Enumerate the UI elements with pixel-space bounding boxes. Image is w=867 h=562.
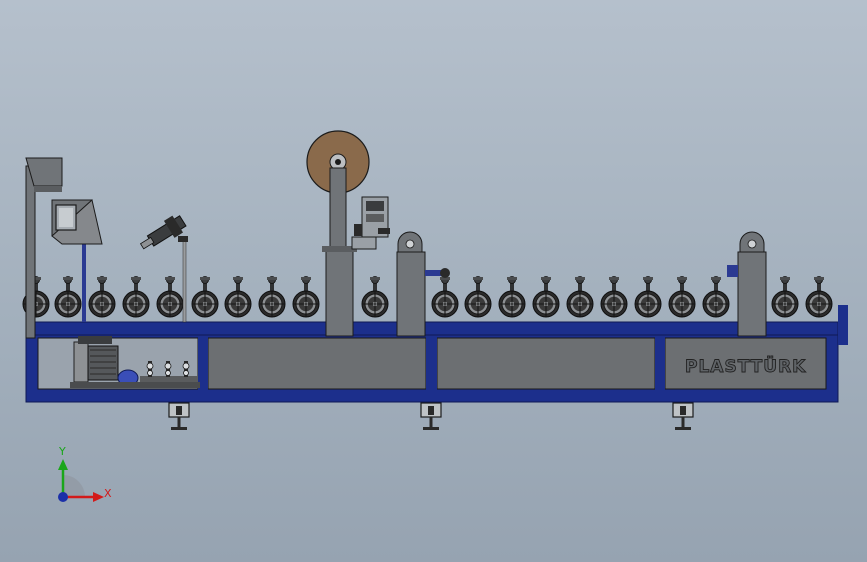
leveling-feet bbox=[168, 402, 694, 431]
inlet-column[interactable] bbox=[25, 157, 63, 339]
tension-column-right[interactable] bbox=[727, 231, 767, 337]
roller-wheel bbox=[156, 275, 184, 318]
roller-wheel bbox=[668, 275, 696, 318]
roller-wheel bbox=[498, 275, 526, 318]
x-axis-label: X bbox=[104, 487, 112, 500]
y-axis-label: Y bbox=[58, 445, 66, 458]
glue-gun[interactable] bbox=[137, 212, 188, 323]
roller-wheel bbox=[771, 275, 799, 318]
roller-wheel bbox=[258, 275, 286, 318]
roller-wheel bbox=[634, 275, 662, 318]
control-panel[interactable] bbox=[51, 199, 103, 322]
roller-wheel bbox=[191, 275, 219, 318]
roller-wheel bbox=[431, 275, 459, 318]
tension-column-left[interactable] bbox=[396, 231, 450, 337]
z-axis-icon bbox=[58, 492, 68, 502]
coordinate-triad: Y X bbox=[58, 445, 112, 502]
brand-label: PLASTTÜRK bbox=[685, 355, 806, 377]
roller-wheel bbox=[224, 275, 252, 318]
roller-wheel bbox=[532, 275, 560, 318]
pressing-head[interactable] bbox=[351, 196, 390, 250]
roller-wheel bbox=[88, 275, 116, 318]
roller-wheel bbox=[600, 275, 628, 318]
roller-row[interactable] bbox=[22, 275, 833, 318]
roller-wheel bbox=[122, 275, 150, 318]
roller-wheel bbox=[805, 275, 833, 318]
roller-wheel bbox=[566, 275, 594, 318]
film-spool-unit[interactable] bbox=[306, 130, 370, 337]
roller-wheel bbox=[292, 275, 320, 318]
cabinet-panels bbox=[37, 336, 827, 391]
roller-wheel bbox=[464, 275, 492, 318]
roller-wheel bbox=[361, 275, 389, 318]
blower-motor[interactable] bbox=[70, 336, 200, 388]
roller-wheel bbox=[54, 275, 82, 318]
roller-wheel bbox=[702, 275, 730, 318]
